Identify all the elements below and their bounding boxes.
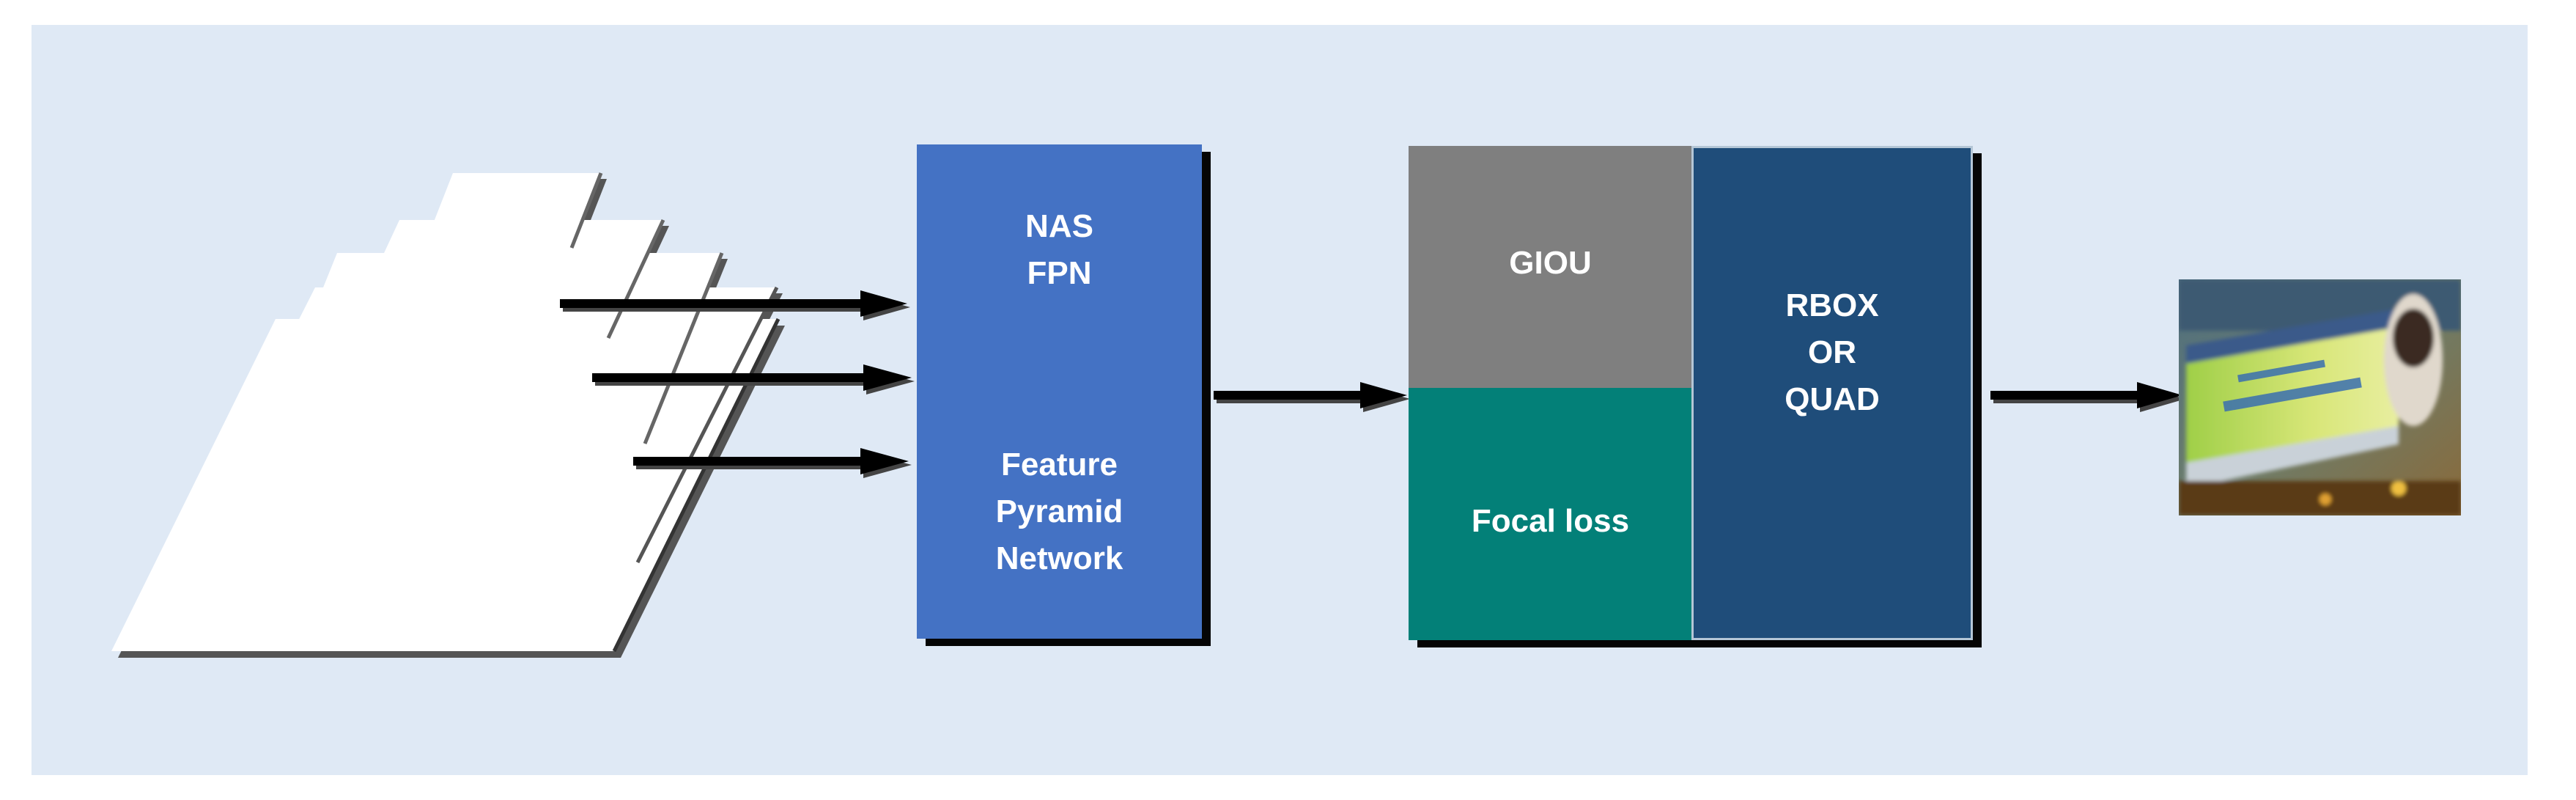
fpn-label-network: Network: [995, 540, 1123, 576]
pyramid-layer-5: [111, 318, 785, 658]
giou-label: GIOU: [1509, 245, 1592, 281]
focal-loss-block: Focal loss: [1409, 388, 1692, 640]
detection-head-group: GIOU Focal loss RBOX OR QUAD: [1409, 146, 1973, 640]
result-photo: [2179, 279, 2461, 515]
arrow-layer-to-fpn-3: [633, 448, 912, 478]
fpn-label-feature: Feature: [1001, 447, 1118, 482]
arrow-layer-to-fpn-2: [592, 364, 915, 395]
fpn-label-fpn: FPN: [1027, 255, 1092, 291]
arrow-head-to-output: [1990, 382, 2185, 412]
arrow-layer-to-fpn-1: [560, 290, 910, 320]
focal-loss-label: Focal loss: [1471, 503, 1630, 539]
nas-fpn-block: NAS FPN Feature Pyramid Network: [917, 144, 1202, 639]
giou-block: GIOU: [1409, 146, 1692, 388]
fpn-label-nas: NAS: [1025, 208, 1093, 244]
quad-label: QUAD: [1785, 381, 1880, 417]
arrow-fpn-to-loss: [1214, 382, 1410, 412]
rbox-label: RBOX: [1785, 287, 1879, 323]
or-label: OR: [1808, 334, 1856, 370]
fpn-label-pyramid: Pyramid: [995, 493, 1123, 529]
rbox-or-quad-block: RBOX OR QUAD: [1691, 146, 1973, 640]
result-photo-image: [2179, 279, 2461, 515]
